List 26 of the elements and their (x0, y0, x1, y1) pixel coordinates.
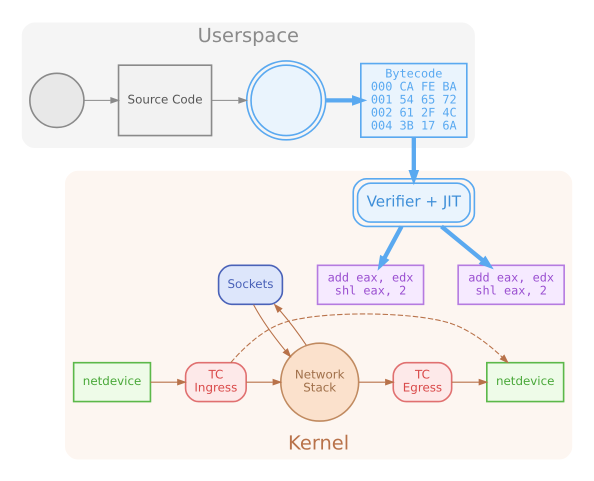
node-box: TC Ingress (184, 361, 247, 402)
arrow (84, 96, 120, 104)
node-box: add eax, edx shl eax, 2 (316, 264, 424, 305)
arrow (230, 312, 509, 364)
arrow (440, 224, 494, 269)
node-box: Bytecode 000 CA FE BA 001 54 65 72 002 61 2F 4C 004 3B 17 6A (360, 62, 468, 138)
node-box: Sockets (218, 264, 284, 305)
node-box: netdevice (486, 361, 564, 402)
arrow (408, 136, 420, 185)
node-box: TC Egress (392, 361, 452, 402)
node-circle (246, 60, 326, 140)
node-person (29, 72, 85, 128)
arrow (378, 224, 404, 270)
node-circle: Network Stack (280, 342, 360, 422)
arrow (150, 378, 187, 386)
arrow (246, 378, 282, 386)
node-box: netdevice (72, 361, 152, 402)
node-box: add eax, edx shl eax, 2 (457, 264, 565, 305)
arrow (274, 302, 307, 346)
arrow (326, 94, 368, 106)
arrow (359, 378, 395, 386)
arrow (253, 304, 292, 358)
node-box: Source Code (118, 64, 212, 136)
arrow (212, 96, 248, 104)
arrow (452, 378, 488, 386)
node-box: Verifier + JIT (352, 178, 476, 227)
